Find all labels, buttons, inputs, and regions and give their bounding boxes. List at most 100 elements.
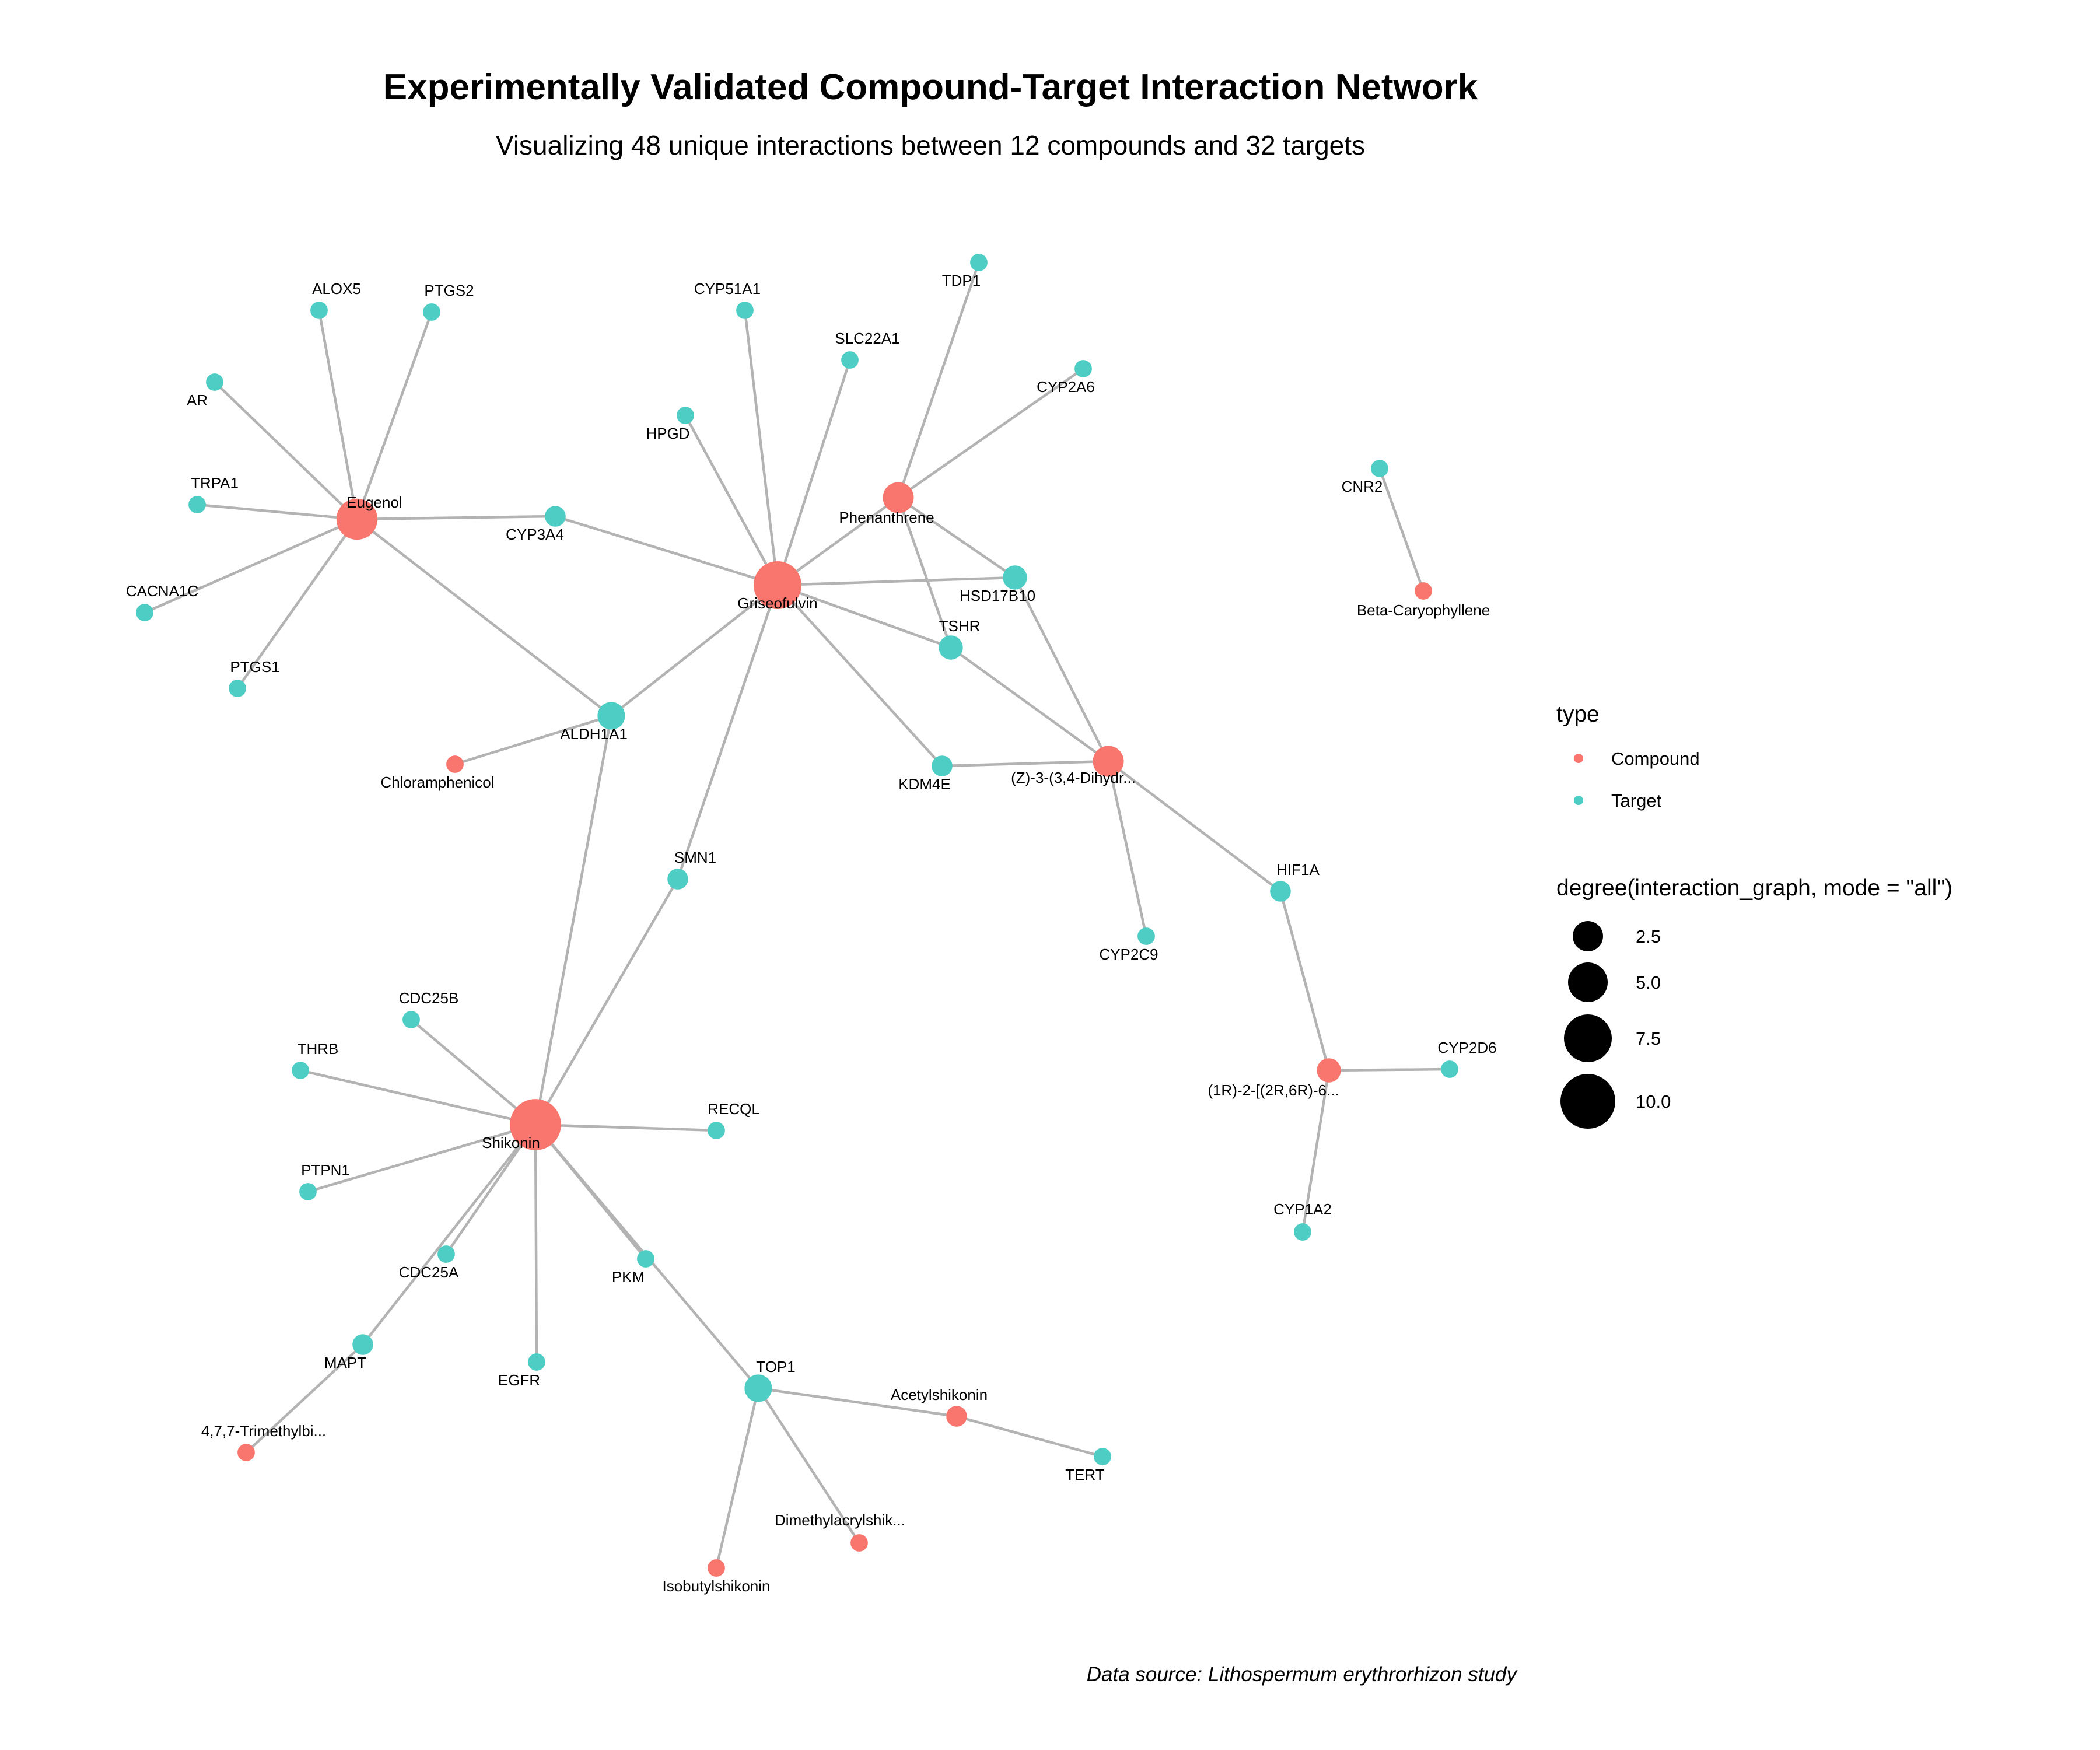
node-cnr2[interactable] [1371,460,1388,477]
node-oner[interactable] [1317,1058,1341,1083]
node-hpgd[interactable] [677,407,694,424]
legend-compound-key [1574,754,1583,763]
node-label-chloramphenicol: Chloramphenicol [380,774,494,791]
node-layer [136,254,1458,1577]
node-label-isobutylshikonin: Isobutylshikonin [663,1577,771,1595]
edge-oner-cyp1a2 [1301,1070,1331,1233]
legend-size-key-1 [1573,921,1603,951]
node-hsd17b10[interactable] [1003,565,1027,590]
node-dihydr[interactable] [1093,746,1124,777]
edge-griseofulvin-phenanthrene [776,496,900,586]
legend-size-title: degree(interaction_graph, mode = "all") [1556,876,1952,901]
node-trpa1[interactable] [188,496,206,513]
node-tert[interactable] [1094,1448,1111,1465]
node-shikonin[interactable] [510,1099,561,1150]
node-label-ptpn1: PTPN1 [301,1161,350,1179]
node-alox5[interactable] [310,302,328,319]
node-label-phenanthrene: Phenanthrene [839,509,934,526]
node-label-ptgs1: PTGS1 [230,658,279,676]
edge-hif1a-oner [1279,891,1331,1071]
node-label-smn1: SMN1 [674,849,716,866]
label-layer: EugenolGriseofulvinPhenanthreneShikonin(… [126,272,1497,1595]
node-cyp1a2[interactable] [1294,1223,1311,1241]
legend-size-key-2 [1568,963,1608,1002]
node-ar[interactable] [206,373,223,391]
edge-dihydr-tshr [950,646,1110,762]
node-hif1a[interactable] [1270,881,1291,902]
node-cyp51a1[interactable] [736,302,754,319]
node-label-alox5: ALOX5 [312,280,361,298]
node-slc22a1[interactable] [841,351,859,369]
node-thrb[interactable] [292,1062,309,1079]
node-eugenol[interactable] [336,498,378,540]
node-label-cyp2a6: CYP2A6 [1037,378,1095,396]
node-label-acetylshikonin: Acetylshikonin [891,1386,988,1404]
node-tdp1[interactable] [970,254,988,271]
edge-shikonin-aldh1a1 [534,715,613,1125]
edge-shikonin-cdc25b [410,1019,537,1126]
edge-eugenol-cacna1c [144,517,358,614]
node-pkm[interactable] [637,1250,654,1268]
node-label-tdp1: TDP1 [942,272,981,289]
node-acetylshikonin[interactable] [946,1406,967,1427]
node-cdc25b[interactable] [402,1011,420,1028]
node-betacaryophyllene[interactable] [1415,582,1432,600]
node-label-pkm: PKM [612,1268,645,1286]
node-cyp2a6[interactable] [1074,360,1092,377]
node-cyp2c9[interactable] [1138,928,1155,945]
node-aldh1a1[interactable] [597,702,625,730]
node-label-ar: AR [187,391,208,409]
node-label-dihydr: (Z)-3-(3,4-Dihydr... [1011,769,1136,786]
edge-eugenol-ptgs1 [236,518,358,690]
node-label-cyp51a1: CYP51A1 [694,280,761,298]
node-ptgs1[interactable] [229,680,246,697]
chart-title: Experimentally Validated Compound-Target… [383,67,1478,107]
edge-chloramphenicol-aldh1a1 [454,714,612,766]
edge-griseofulvin-cyp3a4 [555,514,778,587]
node-label-cacna1c: CACNA1C [126,582,198,600]
node-label-oner: (1R)-2-[(2R,6R)-6... [1208,1082,1339,1099]
node-dimethylacrylshik[interactable] [850,1534,868,1552]
node-griseofulvin[interactable] [754,561,802,609]
edge-griseofulvin-slc22a1 [776,359,852,586]
node-ptgs2[interactable] [423,303,440,321]
edge-griseofulvin-kdm4e [776,584,943,767]
node-tshr[interactable] [939,635,963,660]
node-trimethylbi[interactable] [237,1444,255,1461]
node-smn1[interactable] [667,869,688,890]
node-label-thrb: THRB [298,1040,339,1058]
node-label-ptgs2: PTGS2 [424,282,474,299]
node-label-egfr: EGFR [498,1371,540,1389]
node-top1[interactable] [744,1374,772,1402]
edge-oner-cyp2d6 [1328,1068,1450,1072]
edge-betacaryophyllene-cnr2 [1378,468,1425,592]
node-label-dimethylacrylshik: Dimethylacrylshik... [775,1511,905,1529]
legend-size-key-3 [1564,1014,1612,1062]
node-cdc25a[interactable] [438,1245,455,1263]
node-cyp2d6[interactable] [1441,1060,1458,1078]
legend-compound-label: Compound [1611,748,1700,769]
node-ptpn1[interactable] [299,1183,317,1200]
node-label-hsd17b10: HSD17B10 [960,587,1035,604]
legend-type-title: type [1556,702,1600,727]
node-cacna1c[interactable] [136,604,153,621]
node-cyp3a4[interactable] [545,506,566,527]
node-mapt[interactable] [352,1334,373,1355]
node-isobutylshikonin[interactable] [708,1559,725,1577]
node-egfr[interactable] [528,1353,545,1371]
node-chloramphenicol[interactable] [446,755,464,773]
node-recql[interactable] [708,1122,725,1139]
node-label-cdc25a: CDC25A [399,1264,459,1281]
node-label-recql: RECQL [708,1100,760,1118]
edge-shikonin-mapt [362,1124,537,1346]
edge-dihydr-kdm4e [942,760,1109,768]
node-label-griseofulvin: Griseofulvin [737,594,817,612]
node-phenanthrene[interactable] [883,482,914,513]
edge-griseofulvin-hsd17b10 [777,576,1016,587]
edge-griseofulvin-cyp51a1 [743,310,779,586]
node-kdm4e[interactable] [932,755,953,776]
edge-mapt-trimethylbi [245,1343,364,1454]
edge-griseofulvin-hpgd [684,414,779,586]
legend-size-label-3: 7.5 [1636,1028,1661,1049]
